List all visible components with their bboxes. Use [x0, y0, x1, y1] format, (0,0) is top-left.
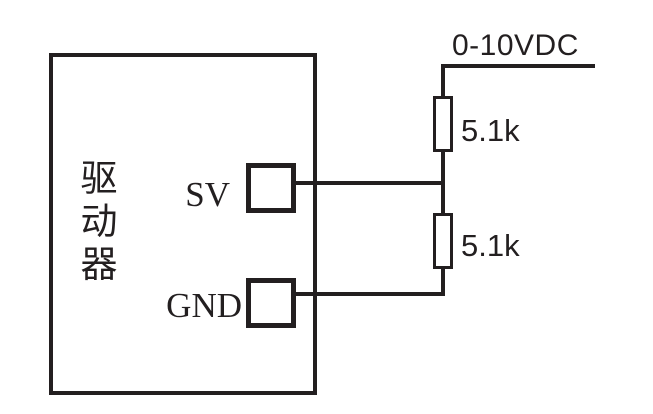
resistor-r2-label: 5.1k — [461, 228, 520, 263]
supply-voltage-label: 0-10VDC — [452, 29, 579, 62]
resistor-r1 — [433, 96, 453, 152]
gnd-wire — [294, 292, 445, 296]
resistor-r1-label: 5.1k — [461, 113, 520, 148]
resistor-r2 — [433, 213, 453, 269]
supply-drop-wire — [441, 64, 445, 98]
divider-mid-wire — [441, 150, 445, 215]
driver-box — [49, 53, 317, 395]
sv-terminal-label: SV — [185, 175, 230, 214]
divider-bottom-wire — [441, 266, 445, 296]
gnd-terminal-square — [246, 278, 296, 328]
gnd-terminal-label: GND — [166, 286, 242, 325]
supply-rail-line — [441, 64, 595, 68]
sv-terminal-square — [246, 163, 296, 213]
driver-label: 驱动器 — [80, 159, 118, 286]
sv-wire — [294, 181, 445, 185]
